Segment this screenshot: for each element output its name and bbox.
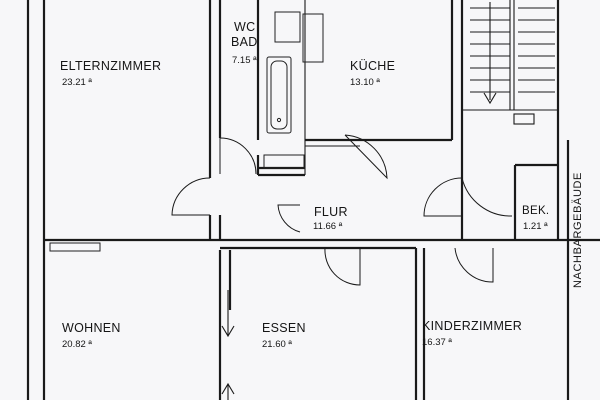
room-area-bad: 7.15 ª — [232, 55, 257, 66]
bathtub-drain — [276, 117, 282, 123]
room-label-flur: FLUR — [314, 205, 348, 219]
room-label-bek: BEK. — [522, 205, 550, 217]
radiator-flur — [49, 242, 101, 252]
neighbor-building-label: NACHBARGEBÄUDE — [572, 172, 584, 288]
bathtub-inner — [270, 60, 288, 130]
door-kinderzimmer — [454, 247, 494, 283]
bathtub — [266, 56, 292, 134]
door-elternzimmer — [171, 177, 211, 216]
room-label-wohnen: WOHNEN — [62, 321, 121, 335]
door-flur-left — [277, 204, 301, 233]
room-area-wohnen: 20.82 ª — [62, 339, 92, 350]
door-bad — [219, 137, 257, 175]
room-label-essen: ESSEN — [262, 321, 306, 335]
room-label-kinderzimmer: KINDERZIMMER — [422, 319, 523, 333]
room-label-wc: WC — [234, 20, 256, 34]
door-essen — [324, 247, 361, 286]
room-label-elternzimmer: ELTERNZIMMER — [60, 59, 162, 73]
room-label-kueche: KÜCHE — [350, 59, 396, 73]
room-area-essen: 21.60 ª — [262, 339, 292, 350]
room-area-kueche: 13.10 ª — [350, 77, 380, 88]
radiator-bad — [263, 154, 305, 169]
door-stair — [461, 177, 513, 217]
staircase — [470, 0, 555, 125]
wc-fixture — [274, 11, 301, 43]
room-area-flur: 11.66 ª — [313, 221, 343, 232]
opening-arrow-down-head — [221, 325, 235, 338]
sink-fixture — [302, 13, 324, 63]
door-kueche — [344, 134, 388, 180]
room-area-kinderzimmer: 16.37 ª — [422, 337, 452, 348]
opening-arrow-up-head — [221, 382, 235, 395]
room-label-bad: BAD — [231, 35, 258, 49]
room-area-bek: 1.21 ª — [523, 221, 548, 232]
door-flur-right — [423, 177, 463, 217]
room-area-elternzimmer: 23.21 ª — [62, 77, 92, 88]
